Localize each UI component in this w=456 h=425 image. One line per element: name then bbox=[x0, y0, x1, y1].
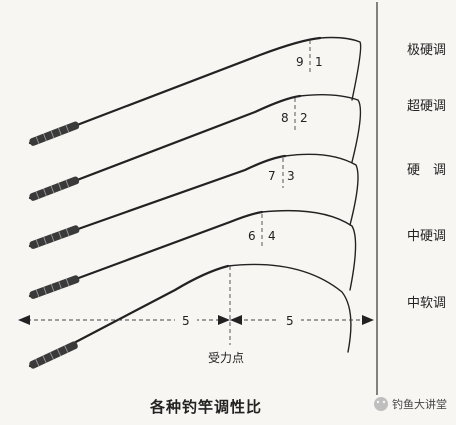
watermark: 钓鱼大讲堂 bbox=[374, 397, 447, 411]
rod-label: 中硬调 bbox=[407, 229, 446, 244]
dimension-right-value: 5 bbox=[286, 314, 294, 328]
dimension-left-value: 5 bbox=[182, 314, 190, 328]
rod-fast: 7 3 硬 调 bbox=[28, 153, 446, 249]
rod-grip bbox=[29, 341, 78, 369]
arrow-mid-right-icon bbox=[230, 315, 242, 325]
arrow-left-icon bbox=[18, 315, 30, 325]
rod-blank bbox=[28, 94, 302, 200]
rod-super-fast: 8 2 超硬调 bbox=[28, 93, 446, 201]
wechat-icon bbox=[374, 397, 388, 411]
ratio-right: 4 bbox=[268, 229, 276, 243]
rod-grip bbox=[29, 176, 80, 201]
rod-extra-fast: 9 1 极硬调 bbox=[28, 36, 446, 146]
rod-tip-bend bbox=[227, 263, 352, 353]
rod-medium-slow: 中软调 bbox=[28, 263, 446, 369]
rod-blank bbox=[28, 210, 264, 298]
ratio-left: 9 bbox=[296, 55, 304, 69]
ratio-right: 2 bbox=[300, 111, 308, 125]
rod-tip-bend bbox=[299, 93, 362, 163]
ratio-right: 1 bbox=[315, 55, 323, 69]
rod-tip-bend bbox=[284, 153, 359, 226]
rod-label: 超硬调 bbox=[407, 99, 446, 114]
rod-blank bbox=[28, 36, 322, 145]
rod-tip-bend bbox=[261, 209, 357, 291]
rod-label: 硬 调 bbox=[407, 163, 446, 178]
rod-tip-bend bbox=[319, 36, 362, 101]
watermark-text: 钓鱼大讲堂 bbox=[392, 397, 447, 411]
rod-label: 中软调 bbox=[407, 296, 446, 311]
rod-medium-fast: 6 4 中硬调 bbox=[28, 209, 446, 299]
arrow-mid-left-icon bbox=[218, 315, 230, 325]
rod-label: 极硬调 bbox=[407, 43, 446, 58]
ratio-left: 7 bbox=[268, 169, 276, 183]
rod-blank bbox=[28, 264, 230, 368]
arrow-right-icon bbox=[362, 315, 374, 325]
ratio-left: 8 bbox=[281, 111, 289, 125]
rod-blank bbox=[28, 154, 287, 248]
ratio-right: 3 bbox=[287, 169, 295, 183]
rod-grip bbox=[29, 121, 80, 146]
dimension-line: 5 5 受力点 bbox=[18, 309, 374, 365]
rod-grip bbox=[29, 275, 80, 299]
load-point-label: 受力点 bbox=[208, 351, 244, 365]
ratio-left: 6 bbox=[248, 229, 256, 243]
diagram-caption: 各种钓竿调性比 bbox=[149, 398, 262, 416]
rod-grip bbox=[29, 225, 80, 249]
